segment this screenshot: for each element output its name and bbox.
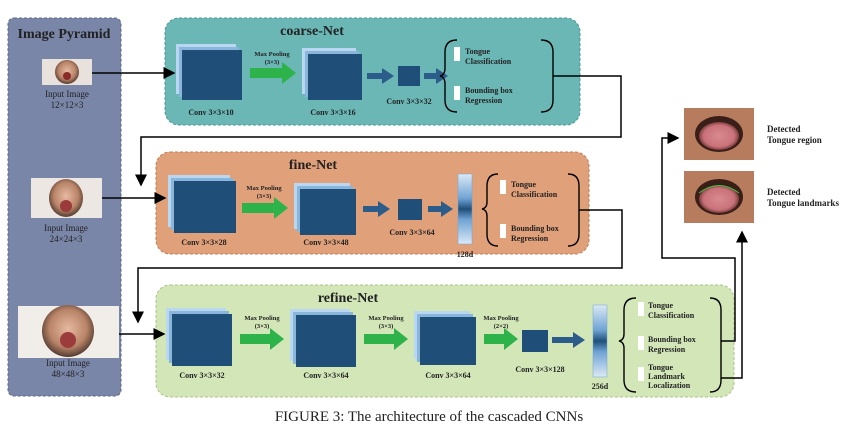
refine-conv2-label: Conv 3×3×64	[303, 371, 348, 380]
input-image-24	[31, 178, 102, 218]
coarse-conv3-block	[398, 66, 420, 86]
coarse-conv1-block	[176, 44, 242, 100]
result1-line2: Tongue region	[767, 135, 822, 145]
coarse-out1b-label: Classification	[465, 57, 512, 66]
fine-out2b-label: Regression	[511, 234, 549, 243]
connector-fine-refine	[132, 209, 623, 324]
refine-out1-label: Tongue	[648, 301, 674, 310]
input-size-3: 48×48×3	[52, 369, 85, 379]
refine-out1b-label: Classification	[648, 311, 695, 320]
refine-conv4-block	[522, 330, 548, 352]
detected-landmarks-image	[684, 171, 754, 223]
refine-fc-vector	[592, 304, 608, 378]
refine-out3-label: Tongue	[648, 363, 674, 372]
fine-pool-size: (3×3)	[257, 193, 272, 200]
connector-coarse-fine	[135, 75, 622, 187]
connector-refine-landmarks	[721, 230, 748, 379]
refine-conv1-label: Conv 3×3×32	[179, 371, 224, 380]
refine-pool3-size: (2×2)	[494, 323, 509, 330]
refine-out2-marker	[638, 336, 644, 350]
fine-out2-label: Bounding box	[511, 224, 559, 233]
coarse-out1-label: Tongue	[465, 47, 491, 56]
refine-out3c-label: Localization	[648, 381, 691, 390]
refine-net-title: refine-Net	[318, 291, 379, 306]
input-label-1: Input Image	[45, 89, 89, 99]
input-size-2: 24×24×3	[50, 234, 83, 244]
figure-caption: FIGURE 3: The architecture of the cascad…	[275, 409, 584, 425]
detected-region-image	[684, 108, 754, 160]
refine-conv1-block	[166, 308, 232, 366]
result2-line1: Detected	[767, 187, 800, 197]
input-image-12	[42, 59, 92, 85]
fine-net-title: fine-Net	[289, 158, 338, 173]
coarse-output-bracket	[439, 39, 458, 113]
refine-out2b-label: Regression	[648, 345, 686, 354]
coarse-pool-arrow	[250, 62, 296, 84]
fine-out2-marker	[500, 224, 506, 238]
refine-conv2-block	[290, 309, 356, 367]
fine-arrow-3	[428, 201, 453, 217]
fine-pool-label: Max Pooling	[246, 185, 282, 192]
fine-out1-label: Tongue	[511, 180, 537, 189]
refine-output-bracket	[618, 297, 637, 393]
refine-pool2-arrow	[364, 328, 408, 350]
coarse-out2-label: Bounding box	[465, 86, 513, 95]
coarse-out2b-label: Regression	[465, 96, 503, 105]
refine-pool3-label: Max Pooling	[483, 315, 519, 322]
input-size-1: 12×12×3	[51, 100, 84, 110]
coarse-pool-label: Max Pooling	[254, 51, 290, 58]
refine-conv3-block	[414, 311, 476, 365]
fine-conv2-label: Conv 3×3×48	[303, 238, 348, 247]
input-label-2: Input Image	[44, 223, 88, 233]
refine-out3-marker	[638, 367, 644, 381]
fine-fc-vector	[457, 173, 473, 245]
refine-out2-label: Bounding box	[648, 335, 696, 344]
coarse-out1-marker	[454, 47, 460, 61]
refine-out1-marker	[638, 302, 644, 316]
input-image-48	[18, 305, 119, 358]
refine-out3b-label: Landmark	[648, 372, 685, 381]
refine-output-bracket-right	[709, 297, 722, 393]
image-pyramid-title: Image Pyramid	[18, 27, 111, 42]
refine-conv3-label: Conv 3×3×64	[425, 371, 470, 380]
refine-conv4-label: Conv 3×3×128	[515, 365, 564, 374]
coarse-arrow-3	[424, 68, 448, 84]
fine-conv3-block	[398, 199, 422, 220]
refine-pool3-arrow	[484, 328, 518, 350]
fine-fc-label: 128d	[457, 250, 474, 259]
fine-output-bracket	[481, 173, 499, 247]
fine-conv2-block	[294, 183, 356, 235]
coarse-arrow-2	[367, 68, 394, 84]
result2-line2: Tongue landmarks	[767, 198, 839, 208]
fine-conv1-block	[168, 175, 236, 233]
fine-out1-marker	[500, 180, 506, 194]
coarse-net-panel	[164, 17, 581, 126]
coarse-conv2-label: Conv 3×3×16	[310, 108, 355, 117]
fine-arrow-2	[363, 201, 390, 217]
refine-fc-label: 256d	[592, 382, 609, 391]
input-label-3: Input Image	[46, 358, 90, 368]
refine-pool2-size: (3×3)	[379, 323, 394, 330]
coarse-net-title: coarse-Net	[280, 24, 344, 39]
connector-refine-region	[661, 132, 736, 342]
fine-conv3-label: Conv 3×3×64	[389, 228, 434, 237]
coarse-conv1-label: Conv 3×3×10	[188, 108, 233, 117]
coarse-conv3-label: Conv 3×3×32	[386, 97, 431, 106]
coarse-pool-size: (3×3)	[265, 59, 280, 66]
coarse-conv2-block	[302, 48, 362, 100]
fine-out1b-label: Classification	[511, 190, 558, 199]
fine-conv1-label: Conv 3×3×28	[181, 238, 226, 247]
result1-line1: Detected	[767, 124, 800, 134]
refine-pool1-arrow	[240, 328, 284, 350]
coarse-out2-marker	[454, 86, 460, 100]
refine-arrow-fc	[552, 332, 585, 348]
fine-pool-arrow	[242, 197, 288, 219]
refine-pool2-label: Max Pooling	[368, 315, 404, 322]
refine-pool1-label: Max Pooling	[244, 315, 280, 322]
refine-pool1-size: (3×3)	[255, 323, 270, 330]
